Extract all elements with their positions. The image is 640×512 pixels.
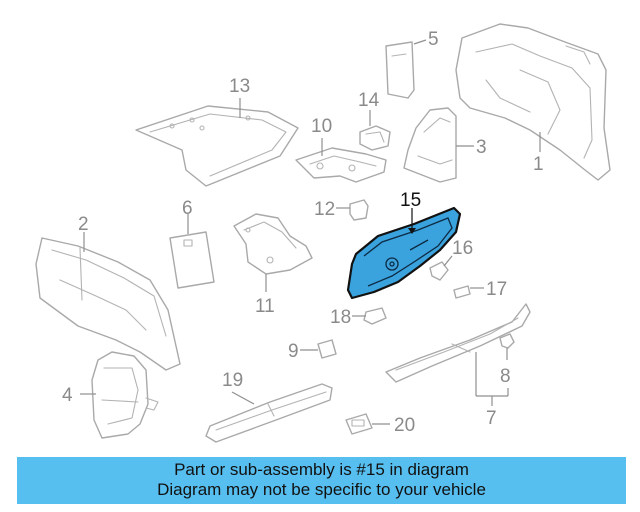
callout-5: 5 (428, 29, 439, 50)
callout-20: 20 (394, 415, 415, 436)
callout-13: 13 (229, 76, 250, 97)
part-11-bracket: 11 (233, 213, 313, 317)
banner-line-2: Diagram may not be specific to your vehi… (157, 480, 486, 499)
callout-8: 8 (500, 366, 511, 387)
part-19-cargo-cover: 19 (205, 370, 333, 443)
part-16-push-pin: 16 (429, 238, 473, 281)
callout-3: 3 (476, 137, 487, 158)
callout-4: 4 (62, 385, 73, 406)
part-13-cargo-mat: 13 (135, 76, 299, 187)
part-5-trim-cover: 5 (385, 29, 439, 99)
part-1-quarter-trim-panel: 1 (455, 23, 611, 181)
exploded-parts-diagram: 1 5 13 14 (35, 23, 611, 443)
part-17-fastener: 17 (453, 279, 507, 300)
callout-14: 14 (358, 90, 380, 111)
part-10-bracket: 10 (295, 116, 387, 183)
callout-6: 6 (182, 198, 193, 219)
part-14-clip: 14 (358, 90, 391, 151)
part-20-handle: 20 (345, 413, 415, 436)
callout-19: 19 (222, 370, 243, 391)
part-18-clip: 18 (330, 307, 387, 328)
banner-line-1: Part or sub-assembly is #15 in diagram (174, 460, 469, 479)
part-15-highlighted-panel: 15 (346, 190, 462, 300)
callout-10: 10 (311, 116, 332, 137)
part-12-clip: 12 (314, 199, 369, 221)
callout-9: 9 (288, 341, 299, 362)
part-8-pin: 8 (499, 333, 515, 387)
part-7-sill-plate: 7 (385, 303, 531, 429)
callout-12: 12 (314, 199, 335, 220)
callout-7: 7 (486, 408, 497, 429)
callout-1: 1 (533, 154, 544, 175)
part-2-quarter-trim-panel: 2 (35, 214, 181, 371)
callout-17: 17 (486, 279, 507, 300)
part-9-clip: 9 (288, 339, 337, 362)
part-3-seat-trim: 3 (403, 107, 487, 183)
callout-15: 15 (400, 190, 421, 211)
callout-16: 16 (452, 238, 473, 259)
part-6-cover: 6 (169, 198, 215, 289)
callout-18: 18 (330, 307, 351, 328)
callout-11: 11 (255, 296, 275, 317)
part-4-storage-bin: 4 (62, 351, 159, 439)
callout-2: 2 (78, 214, 89, 235)
info-banner: Part or sub-assembly is #15 in diagram D… (17, 457, 626, 504)
